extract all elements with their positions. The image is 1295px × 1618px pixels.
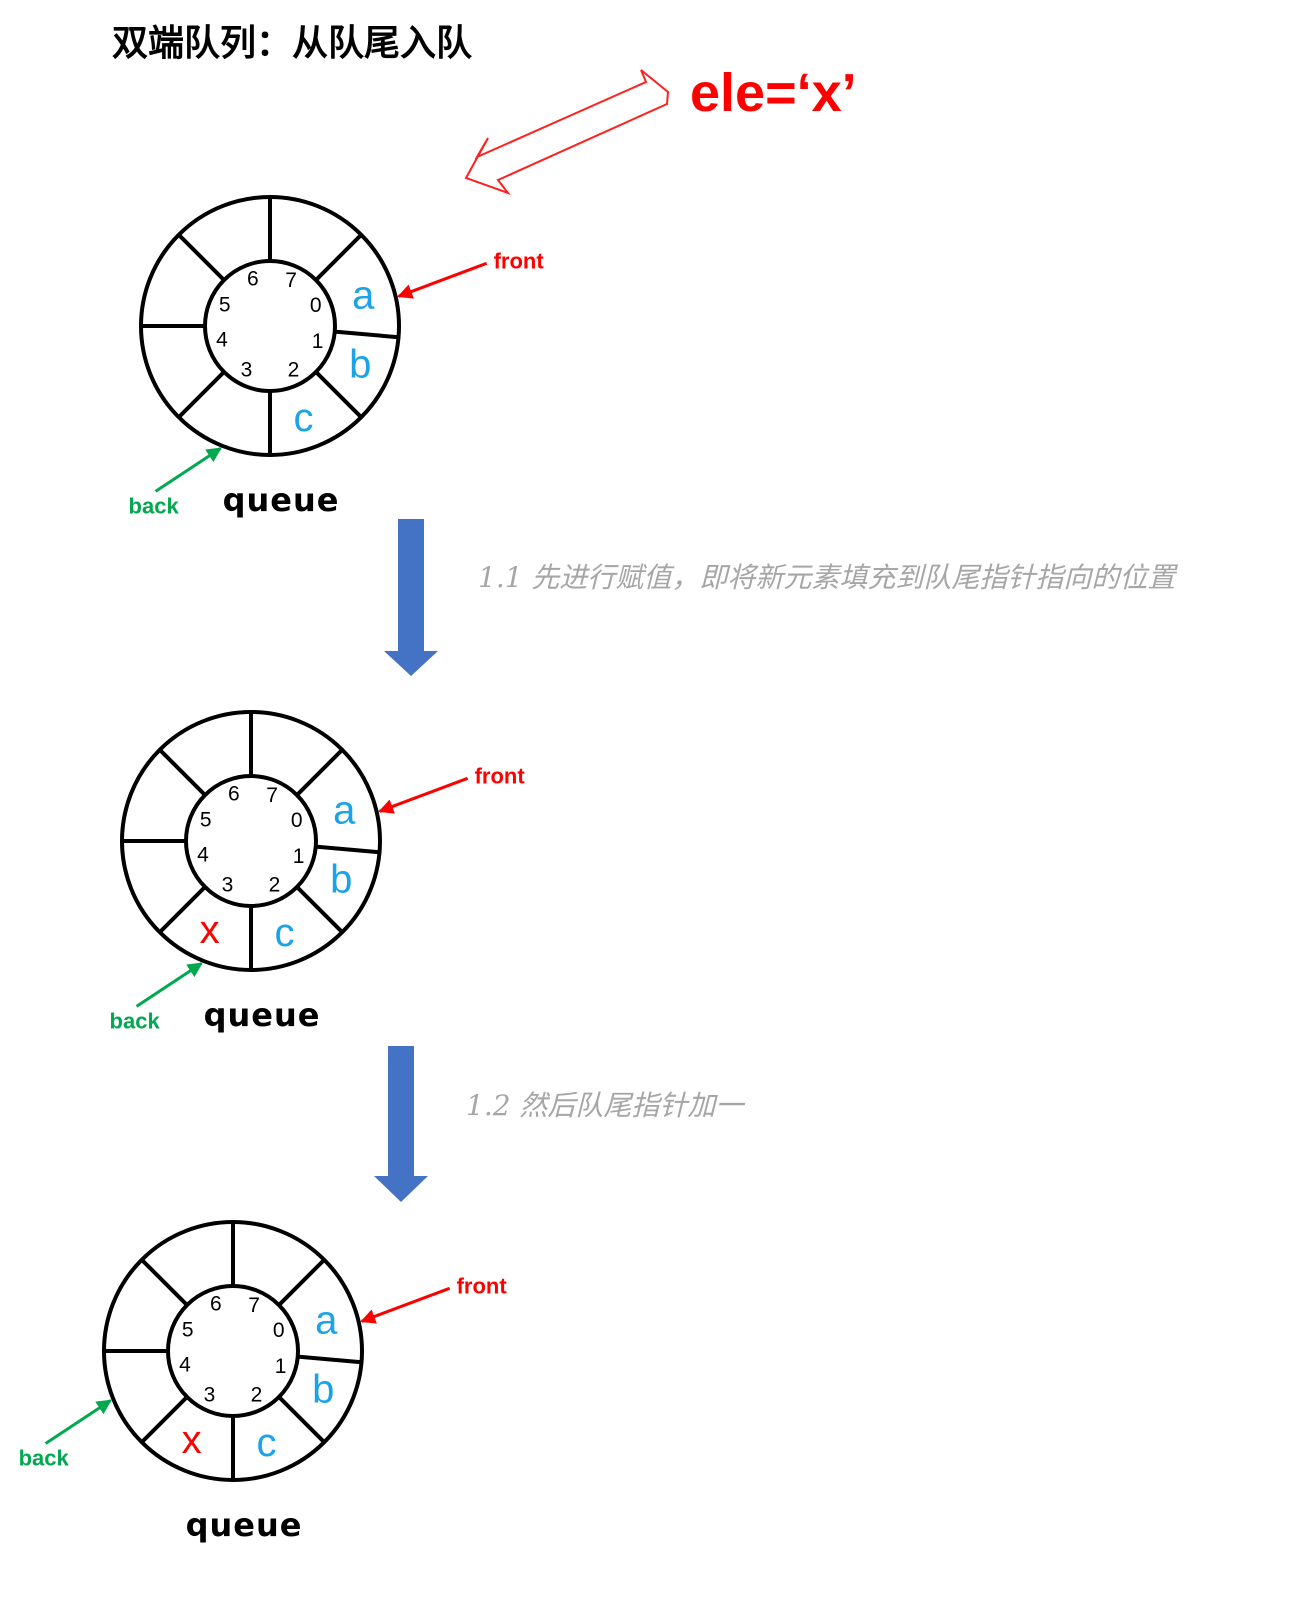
slot-value-0: a: [315, 1299, 338, 1343]
front-pointer-label: front: [457, 1273, 508, 1298]
element-label: ele=‘x’: [690, 63, 857, 123]
slot-index-6: 6: [210, 1293, 222, 1316]
slot-index-3: 3: [204, 1384, 216, 1407]
slot-index-3: 3: [241, 359, 253, 382]
slot-index-0: 0: [291, 809, 303, 832]
front-pointer-label: front: [494, 248, 545, 273]
slot-divider: [177, 233, 226, 282]
back-pointer-label: back: [129, 493, 180, 518]
inner-ring: [184, 774, 318, 908]
slot-divider: [297, 1354, 362, 1365]
queue-label: queue: [223, 481, 340, 519]
step-1-caption: 1.1 先进行赋值，即将新元素填充到队尾指针指向的位置: [478, 561, 1176, 594]
front-pointer-arrow: [378, 776, 469, 814]
slot-divider: [334, 329, 399, 340]
slot-value-1: b: [312, 1367, 334, 1411]
inner-ring: [166, 1284, 300, 1418]
front-pointer-arrow: [397, 261, 488, 299]
circular-queue-2: 0 12 34 56 7 abc x front back queue: [110, 710, 526, 1034]
slot-index-3: 3: [222, 874, 234, 897]
slot-divider: [314, 233, 363, 282]
slot-divider: [158, 748, 207, 797]
slot-divider: [177, 370, 226, 419]
slot-divider: [295, 748, 344, 797]
slot-value-2: c: [257, 1421, 277, 1465]
slot-index-4: 4: [197, 843, 209, 866]
back-pointer-arrow: [135, 962, 203, 1008]
slot-index-7: 7: [266, 784, 278, 807]
slot-value-3: x: [200, 908, 220, 952]
slot-value-0: a: [352, 274, 375, 318]
slot-index-7: 7: [285, 269, 297, 292]
slot-index-0: 0: [310, 294, 322, 317]
slot-index-7: 7: [248, 1294, 260, 1317]
slot-index-4: 4: [179, 1353, 191, 1376]
back-pointer-label: back: [19, 1445, 70, 1470]
slot-index-5: 5: [219, 293, 231, 316]
slot-divider: [277, 1258, 326, 1307]
queue-label: queue: [204, 996, 321, 1034]
slot-index-1: 1: [275, 1355, 287, 1378]
slot-index-2: 2: [251, 1384, 263, 1407]
slot-value-1: b: [330, 857, 352, 901]
slot-value-0: a: [333, 789, 356, 833]
slot-value-2: c: [294, 396, 314, 440]
slot-index-6: 6: [228, 783, 240, 806]
slot-divider: [315, 844, 380, 855]
slot-divider: [314, 370, 363, 419]
slot-index-2: 2: [269, 874, 281, 897]
slot-value-3: x: [182, 1418, 202, 1462]
slot-index-0: 0: [273, 1319, 285, 1342]
step-arrow-1: [384, 519, 438, 676]
back-pointer-label: back: [110, 1008, 161, 1033]
slot-divider: [277, 1395, 326, 1444]
circular-queue-1: 0 12 34 56 7 abc front back queue: [129, 195, 545, 519]
circular-queue-3: 0 12 34 56 7 abc x front back queue: [19, 1220, 508, 1544]
slot-divider: [140, 1258, 189, 1307]
step-2-caption: 1.2 然后队尾指针加一: [466, 1089, 744, 1122]
slot-index-5: 5: [200, 808, 212, 831]
queue-label: queue: [186, 1506, 303, 1544]
input-hollow-arrow: [464, 69, 670, 196]
slot-divider: [295, 885, 344, 934]
slot-index-4: 4: [216, 328, 228, 351]
slot-index-1: 1: [312, 330, 324, 353]
slot-value-2: c: [275, 911, 295, 955]
inner-ring: [203, 259, 337, 393]
slot-index-6: 6: [247, 268, 259, 291]
slot-index-1: 1: [293, 845, 305, 868]
slot-index-5: 5: [182, 1318, 194, 1341]
slot-index-2: 2: [288, 359, 300, 382]
slot-value-1: b: [349, 342, 371, 386]
slot-divider: [140, 1395, 189, 1444]
back-pointer-arrow: [44, 1399, 112, 1445]
slot-divider: [158, 885, 207, 934]
step-arrow-2: [374, 1046, 428, 1202]
back-pointer-arrow: [154, 447, 222, 493]
front-pointer-label: front: [475, 763, 526, 788]
page-title: 双端队列：从队尾入队: [112, 23, 473, 64]
front-pointer-arrow: [360, 1286, 451, 1324]
